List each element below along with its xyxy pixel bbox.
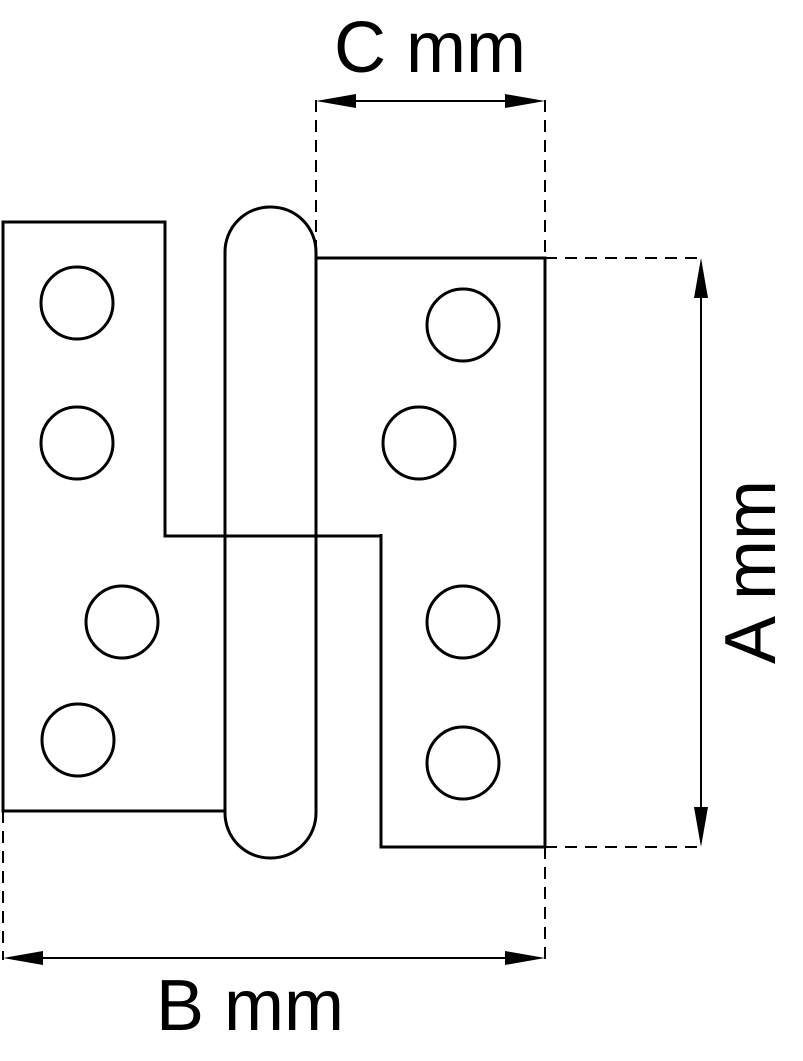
b-dimension-label: B mm xyxy=(156,966,344,1046)
c-dimension-label: C mm xyxy=(334,8,526,88)
right-leaf-holes xyxy=(381,287,501,801)
screw-hole xyxy=(425,584,501,660)
arrowhead-icon xyxy=(3,951,43,965)
left-leaf xyxy=(1,220,381,813)
arrowhead-icon xyxy=(505,94,545,108)
hinge-knuckle xyxy=(223,205,318,860)
screw-hole xyxy=(39,405,115,481)
arrowhead-icon xyxy=(505,951,545,965)
screw-hole xyxy=(381,405,457,481)
dimension-c: C mm xyxy=(316,8,545,108)
screw-hole xyxy=(39,265,115,341)
right-leaf xyxy=(316,256,547,849)
screw-hole xyxy=(84,584,160,660)
dimension-a: A mm xyxy=(694,258,791,847)
screw-hole xyxy=(425,287,501,363)
a-dimension-label: A mm xyxy=(711,480,791,664)
extension-lines xyxy=(2,100,702,960)
arrowhead-icon xyxy=(316,94,356,108)
arrowhead-icon xyxy=(694,258,708,298)
left-leaf-holes xyxy=(39,265,160,778)
arrowhead-icon xyxy=(694,807,708,847)
screw-hole xyxy=(40,702,116,778)
screw-hole xyxy=(425,725,501,801)
dimension-b: B mm xyxy=(3,951,545,1046)
